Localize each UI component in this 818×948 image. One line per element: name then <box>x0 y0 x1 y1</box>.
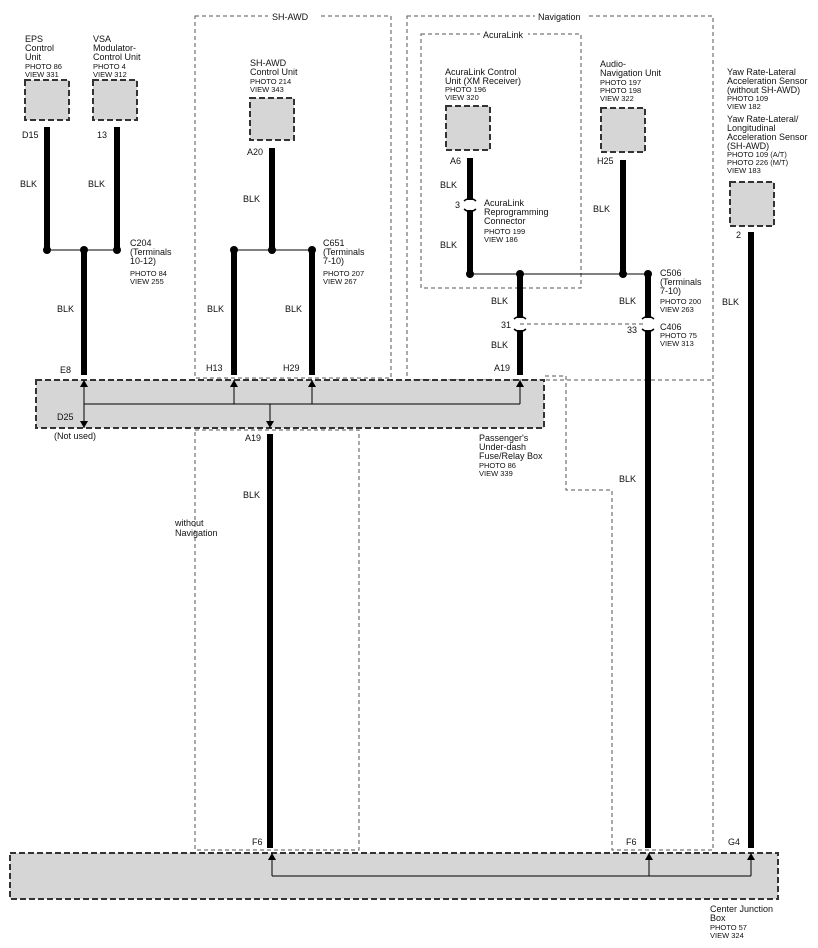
shawd-group-label: SH-AWD <box>272 12 309 22</box>
pin-e8: E8 <box>60 365 71 375</box>
wire-color-center: BLK <box>243 490 260 500</box>
without-navigation-label: without Navigation <box>174 518 218 538</box>
eps-label: EPS Control Unit <box>25 34 57 62</box>
audio-nav-label: Audio- Navigation Unit <box>600 59 662 78</box>
wire-color-h13: BLK <box>207 304 224 314</box>
yaw-sensor-pin: 2 <box>736 230 741 240</box>
pin-not-used: (Not used) <box>54 431 96 441</box>
eps-photo: PHOTO 86 VIEW 331 <box>25 62 64 79</box>
c651-label: C651 (Terminals 7-10) <box>323 238 367 266</box>
yaw-sensor-label: Yaw Rate-Lateral Acceleration Sensor (wi… <box>727 67 810 95</box>
wire-color-c506-left: BLK <box>491 296 508 306</box>
eps-pin: D15 <box>22 130 39 140</box>
wire-color-audio-nav: BLK <box>593 204 610 214</box>
pin-f6-left: F6 <box>252 837 263 847</box>
shawd-control-unit <box>249 97 295 141</box>
c406-photo: PHOTO 75 VIEW 313 <box>660 331 699 348</box>
vsa-photo: PHOTO 4 VIEW 312 <box>93 62 128 79</box>
vsa-pin: 13 <box>97 130 107 140</box>
c406-label: C406 <box>660 322 682 332</box>
under-dash-box-photo: PHOTO 86 VIEW 339 <box>479 461 518 478</box>
vsa-control-unit <box>92 79 138 121</box>
yaw-sensor-2-photo: PHOTO 109 (A/T) PHOTO 226 (M/T) VIEW 183 <box>727 150 790 175</box>
shawd-unit-label: SH-AWD Control Unit <box>250 58 298 77</box>
reprog-label: AcuraLink Reprogramming Connector <box>484 198 551 226</box>
navigation-group-outline <box>406 15 714 381</box>
wire-color-a19: BLK <box>491 340 508 350</box>
pin-h29: H29 <box>283 363 300 373</box>
navigation-lower-outline <box>545 375 714 851</box>
center-box-label: Center Junction Box <box>710 904 776 923</box>
under-dash-box-label: Passenger's Under-dash Fuse/Relay Box <box>479 433 543 461</box>
pin-d25: D25 <box>57 412 74 422</box>
c204-photo: PHOTO 84 VIEW 255 <box>130 269 169 286</box>
acuralink-unit-label: AcuraLink Control Unit (XM Receiver) <box>445 67 521 86</box>
pin-a19-bottom: A19 <box>245 433 261 443</box>
wire-color-c204: BLK <box>57 304 74 314</box>
wire-color-reprog: BLK <box>440 240 457 250</box>
audio-nav-pin: H25 <box>597 156 614 166</box>
acuralink-unit-pin: A6 <box>450 156 461 166</box>
yaw-sensor-photo: PHOTO 109 VIEW 182 <box>727 94 770 111</box>
center-box-photo: PHOTO 57 VIEW 324 <box>710 923 749 940</box>
acuralink-group-label: AcuraLink <box>483 30 524 40</box>
wire-color-yaw: BLK <box>722 297 739 307</box>
wire-color-f6: BLK <box>619 474 636 484</box>
c204-label: C204 (Terminals 10-12) <box>130 238 174 266</box>
audio-nav-photo: PHOTO 197 PHOTO 198 VIEW 322 <box>600 78 643 103</box>
pin-f6-right: F6 <box>626 837 637 847</box>
c506-label: C506 (Terminals 7-10) <box>660 268 704 296</box>
wire-color-acuralink: BLK <box>440 180 457 190</box>
wire-color-vsa: BLK <box>88 179 105 189</box>
navigation-group-label: Navigation <box>538 12 581 22</box>
shawd-unit-pin: A20 <box>247 147 263 157</box>
c651-photo: PHOTO 207 VIEW 267 <box>323 269 366 286</box>
reprog-pin: 3 <box>455 200 460 210</box>
yaw-rate-sensor <box>729 181 775 227</box>
pin-h13: H13 <box>206 363 223 373</box>
wire-color-h29: BLK <box>285 304 302 314</box>
eps-control-unit <box>24 79 70 121</box>
yaw-sensor-2-label: Yaw Rate-Lateral/ Longitudinal Accelerat… <box>727 114 810 151</box>
acuralink-control-unit <box>445 105 491 151</box>
shawd-lower-outline <box>194 429 360 851</box>
audio-navigation-unit <box>600 107 646 153</box>
wire-color-shawd: BLK <box>243 194 260 204</box>
shawd-unit-photo: PHOTO 214 VIEW 343 <box>250 77 293 94</box>
acuralink-unit-photo: PHOTO 196 VIEW 320 <box>445 85 488 102</box>
vsa-label: VSA Modulator- Control Unit <box>93 34 141 62</box>
c406-pin-31: 31 <box>501 320 511 330</box>
c406-pin-33: 33 <box>627 325 637 335</box>
c506-photo: PHOTO 200 VIEW 263 <box>660 297 703 314</box>
wire-color-c506-right: BLK <box>619 296 636 306</box>
reprog-photo: PHOTO 199 VIEW 186 <box>484 227 527 244</box>
wire-color-eps: BLK <box>20 179 37 189</box>
pin-a19-top: A19 <box>494 363 510 373</box>
pin-g4: G4 <box>728 837 740 847</box>
